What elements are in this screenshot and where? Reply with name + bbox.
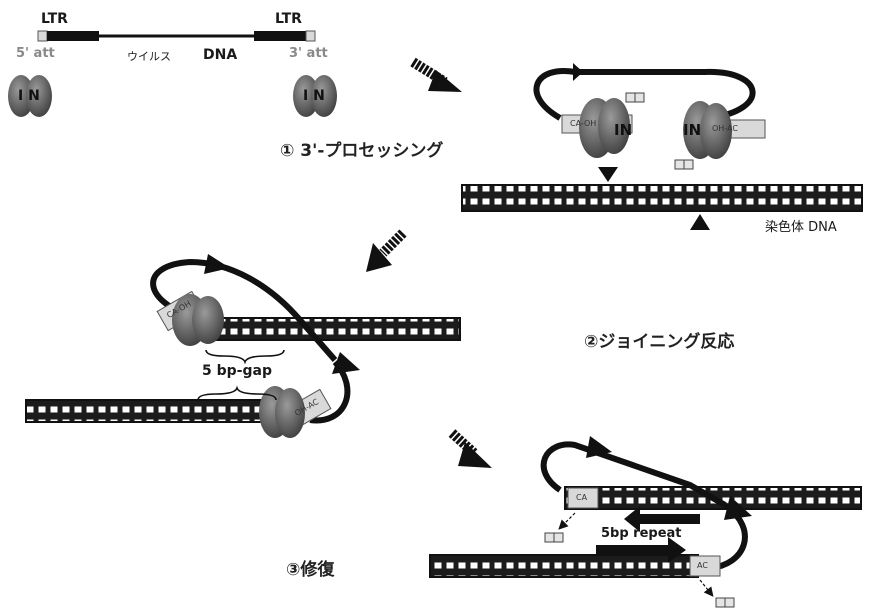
gap-label: 5 bp-gap xyxy=(202,364,272,378)
panel1-oh-ac-label: OH-AC xyxy=(712,125,738,133)
step3-label: ③修復 xyxy=(286,562,334,579)
panel1-in-a-label: IN xyxy=(614,121,632,139)
att3-label: 3' att xyxy=(289,47,328,60)
viral-dna-label-kana: ウイルス xyxy=(127,51,171,62)
panel3-ca-label: CA xyxy=(576,494,587,502)
ltr-left-box xyxy=(47,31,99,41)
panel3-ac-label: AC xyxy=(697,562,708,570)
panel2-integrase-a xyxy=(172,294,224,346)
gap-brace-upper xyxy=(206,350,284,362)
att5-label: 5' att xyxy=(16,47,55,60)
panel1-in-b-label: IN xyxy=(683,121,701,139)
att5-end xyxy=(38,31,47,41)
ltr-right-label: LTR xyxy=(275,12,302,26)
cleavage-mark-bottom xyxy=(690,214,710,230)
ltr-right-box xyxy=(254,31,306,41)
ltr-left-label: LTR xyxy=(41,12,68,26)
chromosomal-dna-2-upper xyxy=(208,318,460,340)
panel1-ca-oh-label: CA-OH xyxy=(570,120,596,128)
integrase-left-label: I N xyxy=(18,88,40,104)
repeat-label: 5bp repeat xyxy=(601,527,682,540)
step-arrow-1 xyxy=(413,62,462,92)
chromosomal-dna-1 xyxy=(462,185,862,211)
viral-dna-label-en: DNA xyxy=(203,48,237,62)
cleavage-mark-top xyxy=(598,167,618,182)
chromosomal-dna-2-lower xyxy=(26,400,298,422)
chromosomal-dna-label: 染色体 DNA xyxy=(765,221,837,234)
released-dinucleotide-2 xyxy=(675,160,693,169)
step2-label: ②ジョイニング反応 xyxy=(584,334,734,351)
chromosomal-dna-3-lower xyxy=(430,555,698,577)
step1-label: ① 3'-プロセッシング xyxy=(280,143,443,160)
step-arrow-2 xyxy=(366,233,403,272)
released-dinucleotide-1 xyxy=(626,93,644,102)
integrase-right-label: I N xyxy=(303,88,325,104)
att3-end xyxy=(306,31,315,41)
released-dinucleotide-4 xyxy=(700,580,734,607)
viral-dna xyxy=(38,31,315,41)
released-dinucleotide-3 xyxy=(545,513,575,542)
step-arrow-3 xyxy=(452,433,492,468)
